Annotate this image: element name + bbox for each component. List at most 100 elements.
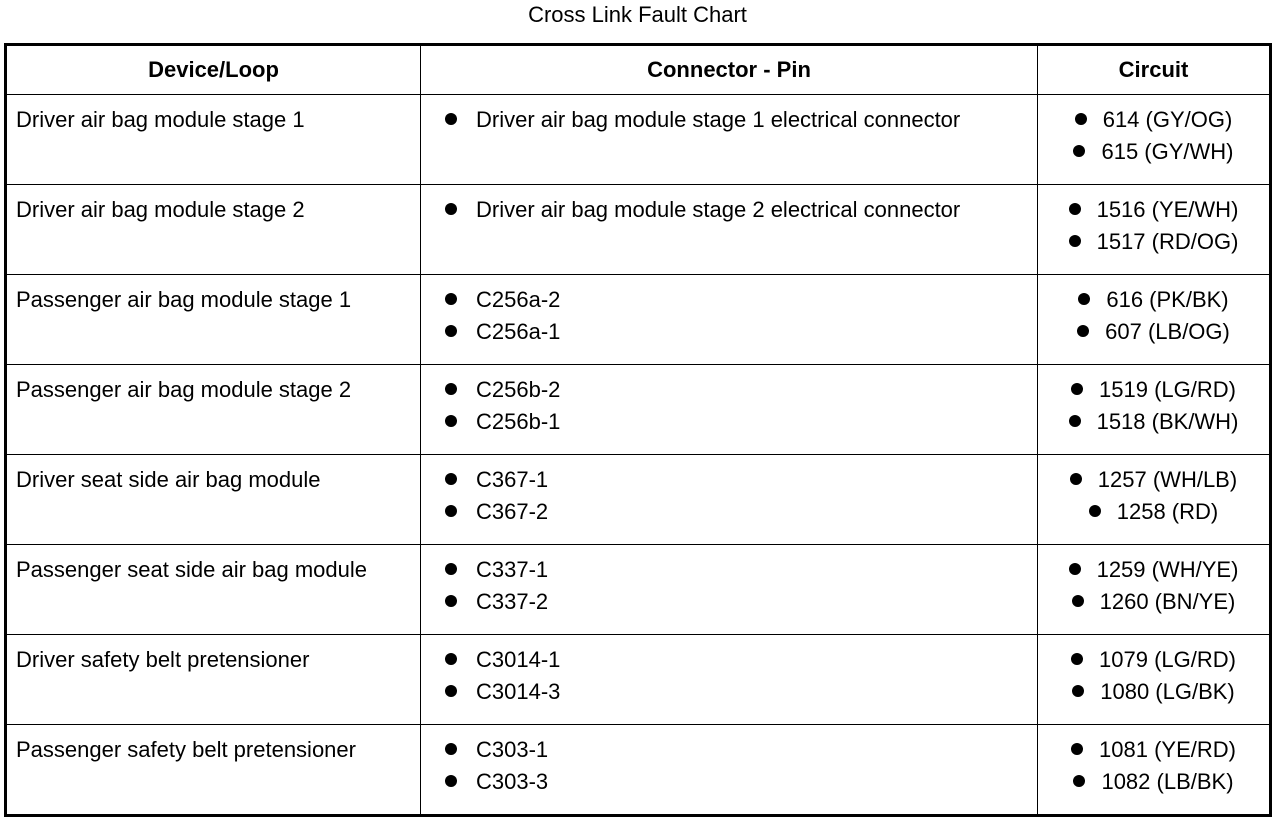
bullet-icon [445, 775, 457, 788]
bullet-icon [1068, 203, 1081, 216]
connector-pin-item-list: Driver air bag module stage 2 electrical… [445, 194, 1037, 226]
connector-pin-item-text: C3014-3 [476, 679, 561, 704]
bullet-icon [445, 653, 457, 666]
connector-pin-item: C256a-1 [445, 316, 1037, 348]
circuit-item: 1079 (LG/RD) [1038, 644, 1269, 676]
circuit-item-list: 1079 (LG/RD)1080 (LG/BK) [1038, 644, 1269, 708]
circuit-item-text: 1516 (YE/WH) [1096, 197, 1239, 222]
connector-pin-item-text: C367-1 [476, 467, 549, 492]
bullet-icon [1071, 743, 1084, 756]
bullet-icon [445, 113, 457, 126]
circuit-item-text: 1081 (YE/RD) [1099, 737, 1236, 762]
cross-link-fault-table: Device/Loop Connector - Pin Circuit Driv… [4, 43, 1272, 817]
device-loop-cell: Driver safety belt pretensioner [5, 634, 421, 725]
circuit-cell: 1259 (WH/YE) 1260 (BN/YE) [1037, 544, 1271, 635]
connector-pin-item-text: C337-1 [476, 557, 549, 582]
circuit-item-text: 614 (GY/OG) [1102, 107, 1233, 132]
circuit-item: 1519 (LG/RD) [1038, 374, 1269, 406]
bullet-icon [1071, 383, 1084, 396]
bullet-icon [1077, 325, 1090, 338]
connector-pin-item: Driver air bag module stage 1 electrical… [445, 104, 1037, 136]
circuit-item: 1257 (WH/LB) [1038, 464, 1269, 496]
chart-title: Cross Link Fault Chart [528, 2, 747, 27]
bullet-icon [1073, 775, 1086, 788]
circuit-item-text: 616 (PK/BK) [1106, 287, 1229, 312]
circuit-item-list: 1519 (LG/RD) 1518 (BK/WH) [1038, 374, 1269, 438]
bullet-icon [445, 595, 457, 608]
connector-pin-item-text: C337-2 [476, 589, 549, 614]
bullet-icon [445, 383, 457, 396]
header-connector-pin: Connector - Pin [420, 44, 1038, 95]
bullet-icon [445, 325, 457, 338]
connector-pin-item-list: Driver air bag module stage 1 electrical… [445, 104, 1037, 136]
bullet-icon [1074, 113, 1087, 126]
connector-pin-item: C3014-3 [445, 676, 1037, 708]
circuit-item: 1259 (WH/YE) [1038, 554, 1269, 586]
circuit-item-list: 1081 (YE/RD)1082 (LB/BK) [1038, 734, 1269, 798]
circuit-item-text: 607 (LB/OG) [1105, 319, 1230, 344]
bullet-icon [445, 203, 457, 216]
connector-pin-item: Driver air bag module stage 2 electrical… [445, 194, 1037, 226]
connector-pin-item-text: Driver air bag module stage 2 electrical… [476, 197, 961, 222]
circuit-item-text: 1519 (LG/RD) [1099, 377, 1236, 402]
connector-pin-item-text: C256b-2 [476, 377, 561, 402]
bullet-icon [1068, 563, 1081, 576]
bullet-icon [1078, 293, 1091, 306]
circuit-item: 1517 (RD/OG) [1038, 226, 1269, 258]
device-loop-cell: Driver seat side air bag module [5, 454, 421, 545]
connector-pin-item-text: C256a-1 [476, 319, 561, 344]
header-circuit: Circuit [1037, 44, 1271, 95]
connector-pin-item-text: C303-3 [476, 769, 549, 794]
device-loop-cell: Passenger seat side air bag module [5, 544, 421, 635]
circuit-cell: 1519 (LG/RD) 1518 (BK/WH) [1037, 364, 1271, 455]
connector-pin-item-text: C367-2 [476, 499, 549, 524]
bullet-icon [445, 473, 457, 486]
table-row: Driver air bag module stage 2 Driver air … [5, 184, 1271, 275]
device-loop-cell: Driver air bag module stage 2 [5, 184, 421, 275]
circuit-item: 1260 (BN/YE) [1038, 586, 1269, 618]
bullet-icon [1073, 145, 1086, 158]
circuit-item-text: 1260 (BN/YE) [1099, 589, 1236, 614]
connector-pin-item: C337-1 [445, 554, 1037, 586]
bullet-icon [1071, 595, 1084, 608]
connector-pin-item-text: C256b-1 [476, 409, 561, 434]
table-header-row: Device/Loop Connector - Pin Circuit [5, 44, 1271, 95]
connector-pin-item-text: C256a-2 [476, 287, 561, 312]
connector-pin-item: C337-2 [445, 586, 1037, 618]
circuit-item-text: 1259 (WH/YE) [1096, 557, 1239, 582]
bullet-icon [1068, 415, 1081, 428]
bullet-icon [445, 563, 457, 576]
bullet-icon [1069, 473, 1082, 486]
table-row: Passenger seat side air bag module C337-1… [5, 544, 1271, 635]
device-loop-cell: Passenger safety belt pretensioner [5, 724, 421, 816]
circuit-cell: 1081 (YE/RD)1082 (LB/BK) [1037, 724, 1271, 816]
bullet-icon [445, 293, 457, 306]
connector-pin-item: C3014-1 [445, 644, 1037, 676]
circuit-item-text: 615 (GY/WH) [1101, 139, 1234, 164]
circuit-cell: 1257 (WH/LB) 1258 (RD) [1037, 454, 1271, 545]
circuit-item: 1081 (YE/RD) [1038, 734, 1269, 766]
circuit-item: 1516 (YE/WH) [1038, 194, 1269, 226]
bullet-icon [1068, 235, 1081, 248]
circuit-item-text: 1258 (RD) [1116, 499, 1219, 524]
bullet-icon [445, 743, 457, 756]
bullet-icon [445, 415, 457, 428]
connector-pin-item: C303-3 [445, 766, 1037, 798]
device-loop-cell: Driver air bag module stage 1 [5, 94, 421, 185]
circuit-item-list: 1257 (WH/LB) 1258 (RD) [1038, 464, 1269, 528]
circuit-item: 1518 (BK/WH) [1038, 406, 1269, 438]
connector-pin-item: C367-1 [445, 464, 1037, 496]
circuit-item-list: 616 (PK/BK) 607 (LB/OG) [1038, 284, 1269, 348]
circuit-item: 615 (GY/WH) [1038, 136, 1269, 168]
